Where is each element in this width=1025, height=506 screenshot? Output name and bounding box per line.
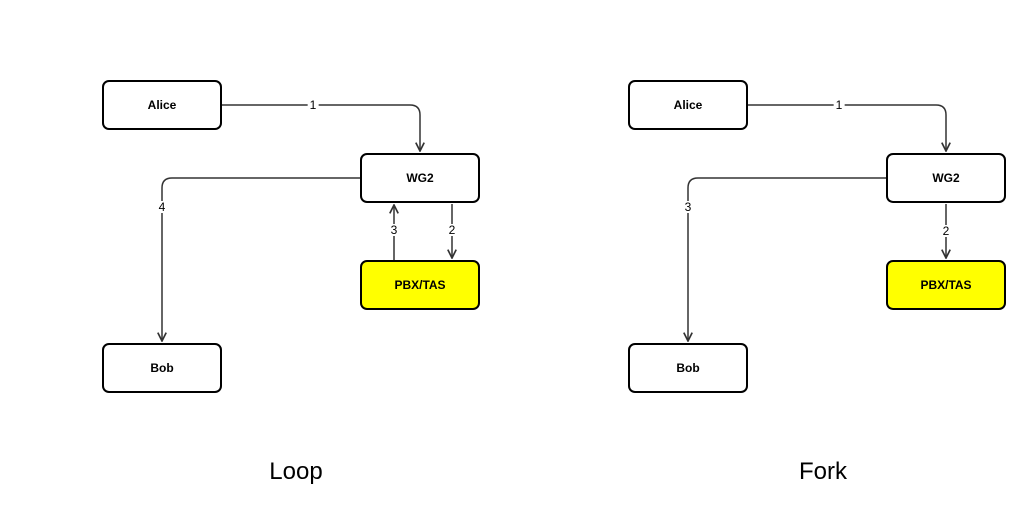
fork-edge-3-label: 3 [682, 200, 694, 214]
fork-node-bob-label: Bob [676, 361, 700, 375]
loop-node-alice-label: Alice [147, 98, 177, 112]
loop-edge-4 [162, 177, 360, 341]
fork-node-pbx: PBX/TAS [886, 260, 1006, 310]
fork-edge-1-label: 1 [833, 98, 845, 112]
loop-node-wg2: WG2 [360, 153, 480, 203]
fork-node-bob: Bob [628, 343, 748, 393]
loop-edge-3-label: 3 [388, 223, 400, 237]
loop-node-wg2-label: WG2 [406, 171, 434, 185]
fork-node-alice: Alice [628, 80, 748, 130]
fork-node-alice-label: Alice [673, 98, 703, 112]
loop-edge-1-label: 1 [307, 98, 319, 112]
fork-node-wg2-label: WG2 [932, 171, 960, 185]
fork-edge-1 [748, 104, 946, 151]
loop-node-alice: Alice [102, 80, 222, 130]
fork-node-pbx-label: PBX/TAS [920, 278, 972, 292]
loop-node-bob-label: Bob [150, 361, 174, 375]
loop-caption: Loop [269, 458, 323, 485]
fork-edge-3 [688, 177, 886, 341]
fork-node-wg2: WG2 [886, 153, 1006, 203]
loop-node-pbx-label: PBX/TAS [394, 278, 446, 292]
loop-edge-1 [222, 104, 420, 151]
loop-node-bob: Bob [102, 343, 222, 393]
loop-edge-4-label: 4 [156, 200, 168, 214]
fork-caption: Fork [799, 458, 847, 485]
loop-node-pbx: PBX/TAS [360, 260, 480, 310]
loop-edge-2-label: 2 [446, 223, 458, 237]
fork-edge-2-label: 2 [940, 224, 952, 238]
